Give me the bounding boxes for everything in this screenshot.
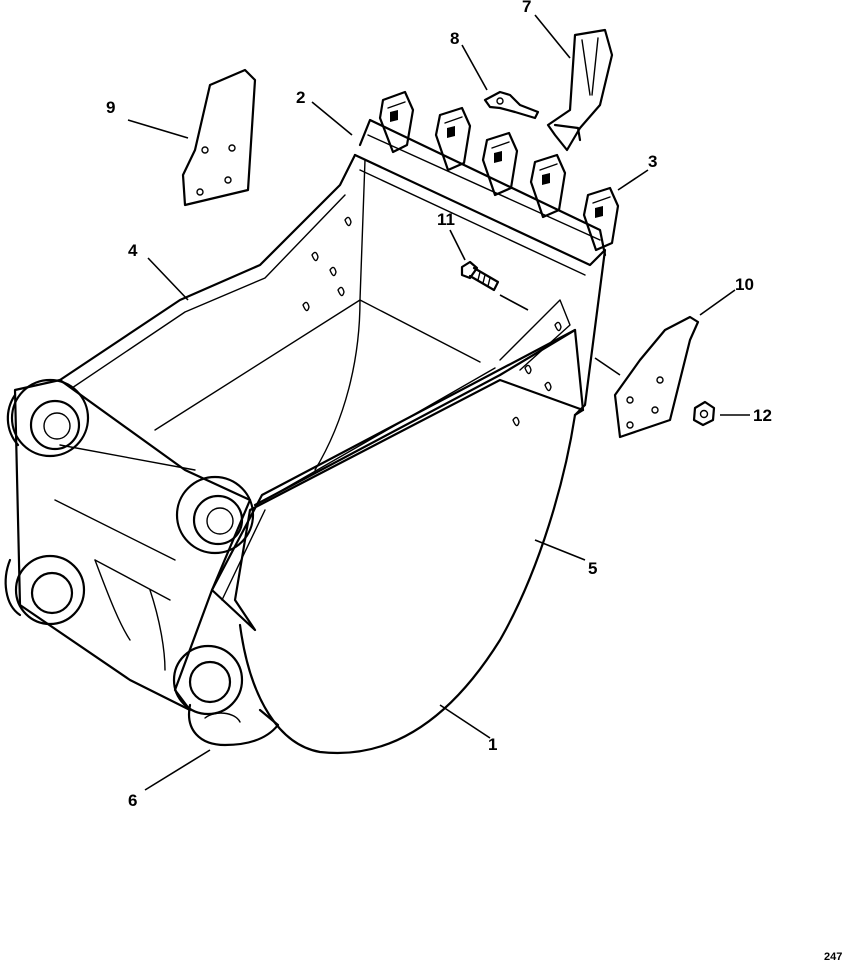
callout-3: 3 <box>648 152 657 171</box>
linkage-assembly <box>4 378 280 747</box>
tooth-5 <box>582 186 620 252</box>
tooth-4 <box>529 153 567 219</box>
callout-2: 2 <box>296 88 305 107</box>
callout-12: 12 <box>753 406 772 425</box>
callout-7: 7 <box>522 0 531 16</box>
tooth-1 <box>378 90 415 154</box>
tooth-points <box>378 90 620 252</box>
bolt-part-11 <box>460 260 500 292</box>
tooth-point-part-7 <box>546 28 614 152</box>
boss-upper-left <box>6 378 90 458</box>
side-cutter-right-part-10 <box>613 315 700 439</box>
boss-upper-right <box>175 475 255 555</box>
tooth-adapters <box>358 118 607 257</box>
callout-9: 9 <box>106 98 115 117</box>
callout-11: 11 <box>437 210 455 229</box>
callout-8: 8 <box>450 29 459 48</box>
callout-labels: 1 2 3 4 5 6 7 8 9 10 11 12 247 <box>106 0 842 963</box>
retainer-pin-part-8 <box>483 90 540 120</box>
nut-part-12 <box>692 400 716 427</box>
bucket-body <box>58 153 607 755</box>
callout-6: 6 <box>128 791 137 810</box>
boss-lower-right <box>172 644 244 716</box>
callout-1: 1 <box>488 735 497 754</box>
callout-4: 4 <box>128 241 138 260</box>
tooth-2 <box>434 106 472 172</box>
front-wear-plate <box>210 328 585 632</box>
callout-10: 10 <box>735 275 754 294</box>
side-cutter-left-part-9 <box>181 68 257 207</box>
figure-reference: 247 <box>824 951 842 963</box>
boss-lower-left <box>4 554 86 626</box>
tooth-3 <box>481 131 519 197</box>
leader-lines <box>127 14 750 791</box>
lower-ear <box>187 703 280 747</box>
callout-5: 5 <box>588 559 597 578</box>
